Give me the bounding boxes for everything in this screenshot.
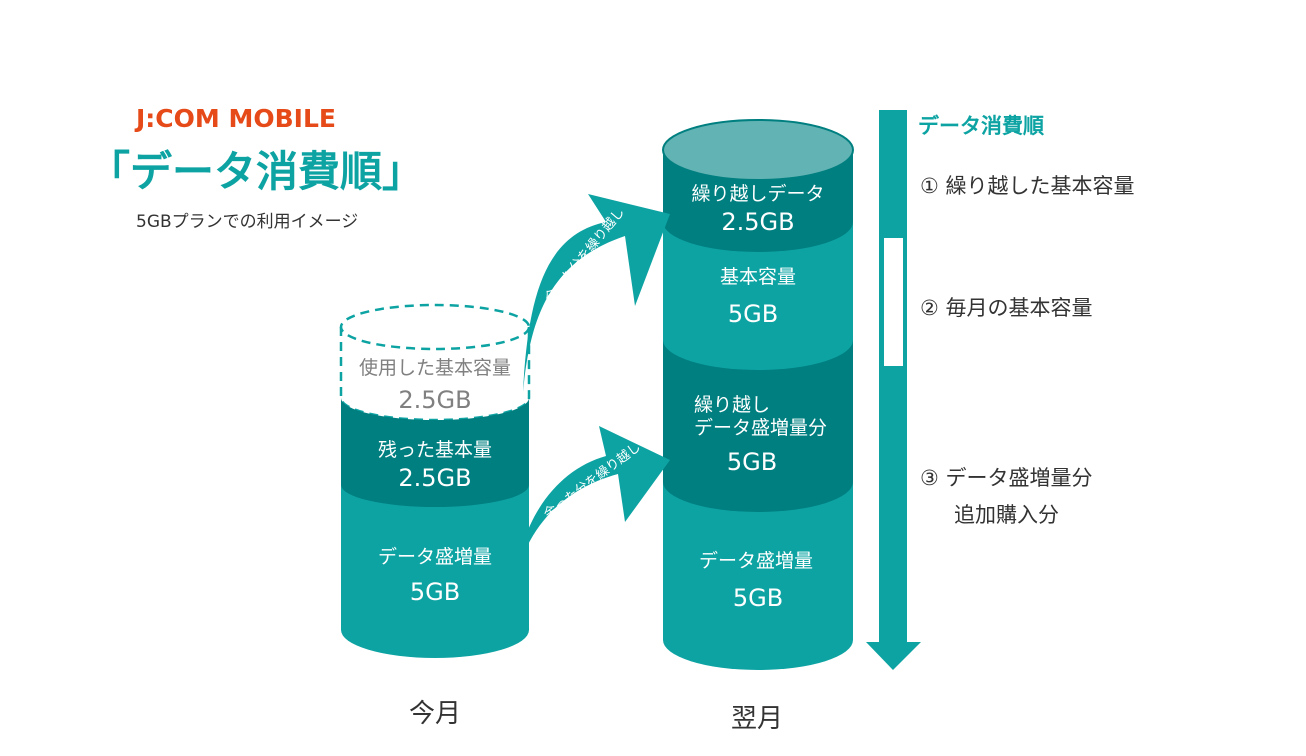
next-month-label: 翌月 [731,704,783,734]
brand-logo: J:COM MOBILE [134,104,336,133]
page-subtitle: 5GBプランでの利用イメージ [136,212,358,232]
carryover-boost-segment [663,340,853,512]
order-item-3: ③ データ盛増量分 [920,466,1093,490]
used-label: 使用した基本容量 [359,357,511,379]
lower-carryover-arrow: 余った分を繰り越し [514,426,670,588]
base-capacity-value: 5GB [728,300,778,328]
upper-carryover-arrow: 余った分を繰り越し [523,194,670,392]
this-month-cylinder: 使用した基本容量 2.5GB 残った基本量 2.5GB データ盛増量 5GB [339,303,531,658]
next-month-cylinder: 繰り越しデータ 2.5GB 基本容量 5GB 繰り越し データ盛増量分 5GB … [662,119,854,670]
order-item-3-line2: 追加購入分 [954,503,1059,527]
upper-arrow-text: 余った分を繰り越し [542,205,628,306]
used-value: 2.5GB [398,386,471,414]
next-boost-segment [663,482,853,670]
next-boost-label: データ盛増量 [699,550,813,572]
next-boost-value: 5GB [733,584,783,612]
order-bar-highlight [884,238,903,366]
next-cylinder-top [662,119,854,181]
boost-label: データ盛増量 [378,546,492,568]
base-capacity-label: 基本容量 [720,266,796,288]
remaining-label: 残った基本量 [378,439,492,461]
remaining-segment [341,398,529,507]
used-capacity-outline [339,327,531,422]
consumption-order-arrow [866,110,921,670]
base-capacity-segment [663,222,853,370]
carryover-boost-label-line2: データ盛増量分 [694,417,827,439]
carryover-data-label: 繰り越しデータ [691,183,824,205]
page-title: 「データ消費順」 [88,147,424,196]
boost-segment [341,485,529,658]
used-capacity-top [339,303,531,351]
boost-value: 5GB [410,578,460,606]
remaining-value: 2.5GB [398,464,471,492]
order-item-2: ② 毎月の基本容量 [920,296,1093,320]
carryover-boost-label-line1: 繰り越し [694,394,770,416]
this-month-label: 今月 [409,699,461,729]
order-item-1: ① 繰り越した基本容量 [920,174,1135,198]
carryover-boost-value: 5GB [727,448,777,476]
consumption-order-title: データ消費順 [918,114,1045,138]
carryover-data-value: 2.5GB [721,208,794,236]
